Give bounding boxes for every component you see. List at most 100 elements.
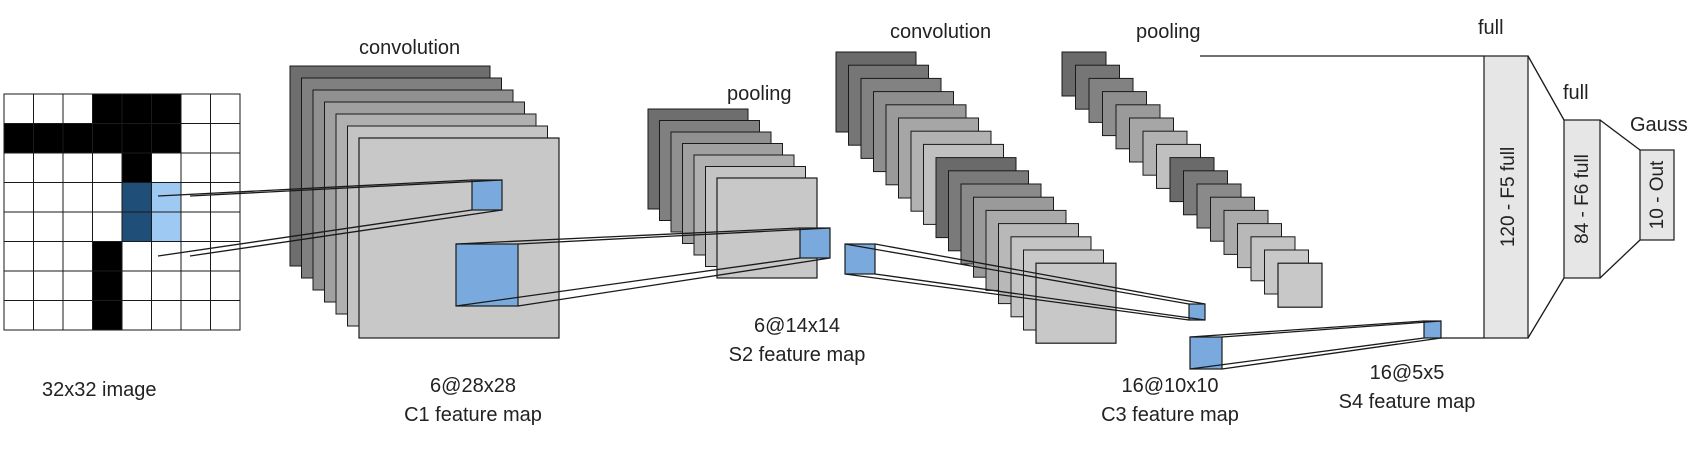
pool2-op-label: pooling — [1136, 21, 1201, 43]
c1-large-highlight — [455, 243, 519, 307]
input-pixel — [210, 211, 241, 242]
input-pixel — [92, 123, 123, 154]
input-pixel — [92, 211, 123, 242]
feature-map-front — [1277, 262, 1323, 308]
input-pixel — [92, 152, 123, 183]
input-pixel — [121, 152, 152, 183]
pool1-op-label: pooling — [727, 83, 792, 105]
c3-large-highlight — [1189, 336, 1223, 370]
input-pixel — [151, 270, 182, 301]
c3-feature-map-stack — [835, 51, 1117, 344]
s2-name-caption: S2 feature map — [729, 344, 866, 366]
feature-map-front — [358, 137, 560, 339]
c3-small-highlight — [1188, 303, 1206, 321]
input-pixel — [33, 182, 64, 213]
input-image-grid — [3, 93, 241, 331]
f5-layer-label: 120 - F5 full — [1498, 147, 1519, 247]
input-pixel — [121, 241, 152, 272]
input-pixel — [151, 93, 182, 124]
input-pixel — [62, 182, 93, 213]
f5-op-label: full — [1478, 17, 1504, 39]
input-pixel — [151, 300, 182, 331]
out-layer-box — [1639, 149, 1675, 241]
input-pixel — [121, 270, 152, 301]
input-pixel — [3, 270, 34, 301]
c1-name-caption: C1 feature map — [404, 404, 542, 426]
feature-map-front — [1035, 262, 1117, 344]
input-pixel — [33, 270, 64, 301]
s4-name-caption: S4 feature map — [1339, 391, 1476, 413]
input-pixel — [62, 93, 93, 124]
input-pixel — [3, 300, 34, 331]
input-pixel — [62, 123, 93, 154]
c1-size-caption: 6@28x28 — [430, 375, 516, 397]
input-pixel — [92, 241, 123, 272]
input-pixel — [210, 182, 241, 213]
input-pixel — [3, 93, 34, 124]
input-pixel — [33, 211, 64, 242]
input-pixel — [3, 241, 34, 272]
out-op-label: Gauss — [1630, 114, 1688, 136]
conv2-op-label: convolution — [890, 21, 991, 43]
out-layer-label: 10 - Out — [1647, 160, 1668, 229]
s2-size-caption: 6@14x14 — [754, 315, 840, 337]
f5-layer-box — [1483, 55, 1529, 339]
input-pixel — [92, 93, 123, 124]
f6-op-label: full — [1563, 82, 1589, 104]
input-pixel — [3, 182, 34, 213]
s4-size-caption: 16@5x5 — [1370, 362, 1445, 384]
input-pixel — [3, 152, 34, 183]
input-pixel — [3, 211, 34, 242]
input-pixel — [210, 270, 241, 301]
input-pixel — [151, 182, 182, 213]
input-pixel — [121, 182, 152, 213]
f6-layer-box — [1563, 119, 1601, 279]
input-pixel — [180, 182, 211, 213]
input-pixel — [180, 270, 211, 301]
conv1-op-label: convolution — [359, 37, 460, 59]
input-pixel — [62, 241, 93, 272]
f6-layer-label: 84 - F6 full — [1572, 154, 1593, 244]
input-pixel — [180, 300, 211, 331]
c1-small-highlight — [471, 179, 503, 211]
input-pixel — [121, 123, 152, 154]
s2-highlight-left — [799, 227, 831, 259]
input-pixel — [210, 300, 241, 331]
input-pixel — [180, 93, 211, 124]
input-pixel — [33, 123, 64, 154]
input-pixel — [210, 152, 241, 183]
input-pixel — [210, 123, 241, 154]
input-pixel — [151, 211, 182, 242]
input-pixel — [121, 93, 152, 124]
input-pixel — [3, 123, 34, 154]
s4-feature-map-stack — [1061, 51, 1323, 308]
input-pixel — [210, 93, 241, 124]
input-pixel — [121, 300, 152, 331]
input-pixel — [62, 152, 93, 183]
input-pixel — [62, 270, 93, 301]
input-pixel — [180, 123, 211, 154]
input-caption: 32x32 image — [42, 379, 157, 401]
input-pixel — [180, 211, 211, 242]
input-pixel — [121, 211, 152, 242]
input-pixel — [151, 241, 182, 272]
input-pixel — [92, 182, 123, 213]
s2-feature-map-stack — [647, 108, 818, 279]
s4-highlight — [1423, 320, 1442, 339]
input-pixel — [180, 152, 211, 183]
c3-size-caption: 16@10x10 — [1121, 375, 1218, 397]
input-pixel — [151, 123, 182, 154]
c3-name-caption: C3 feature map — [1101, 404, 1239, 426]
input-pixel — [151, 152, 182, 183]
input-pixel — [33, 93, 64, 124]
input-pixel — [33, 241, 64, 272]
input-pixel — [62, 211, 93, 242]
input-pixel — [180, 241, 211, 272]
input-pixel — [62, 300, 93, 331]
input-pixel — [33, 152, 64, 183]
input-pixel — [92, 270, 123, 301]
input-pixel — [92, 300, 123, 331]
connection-lines — [157, 55, 1641, 370]
input-pixel — [33, 300, 64, 331]
